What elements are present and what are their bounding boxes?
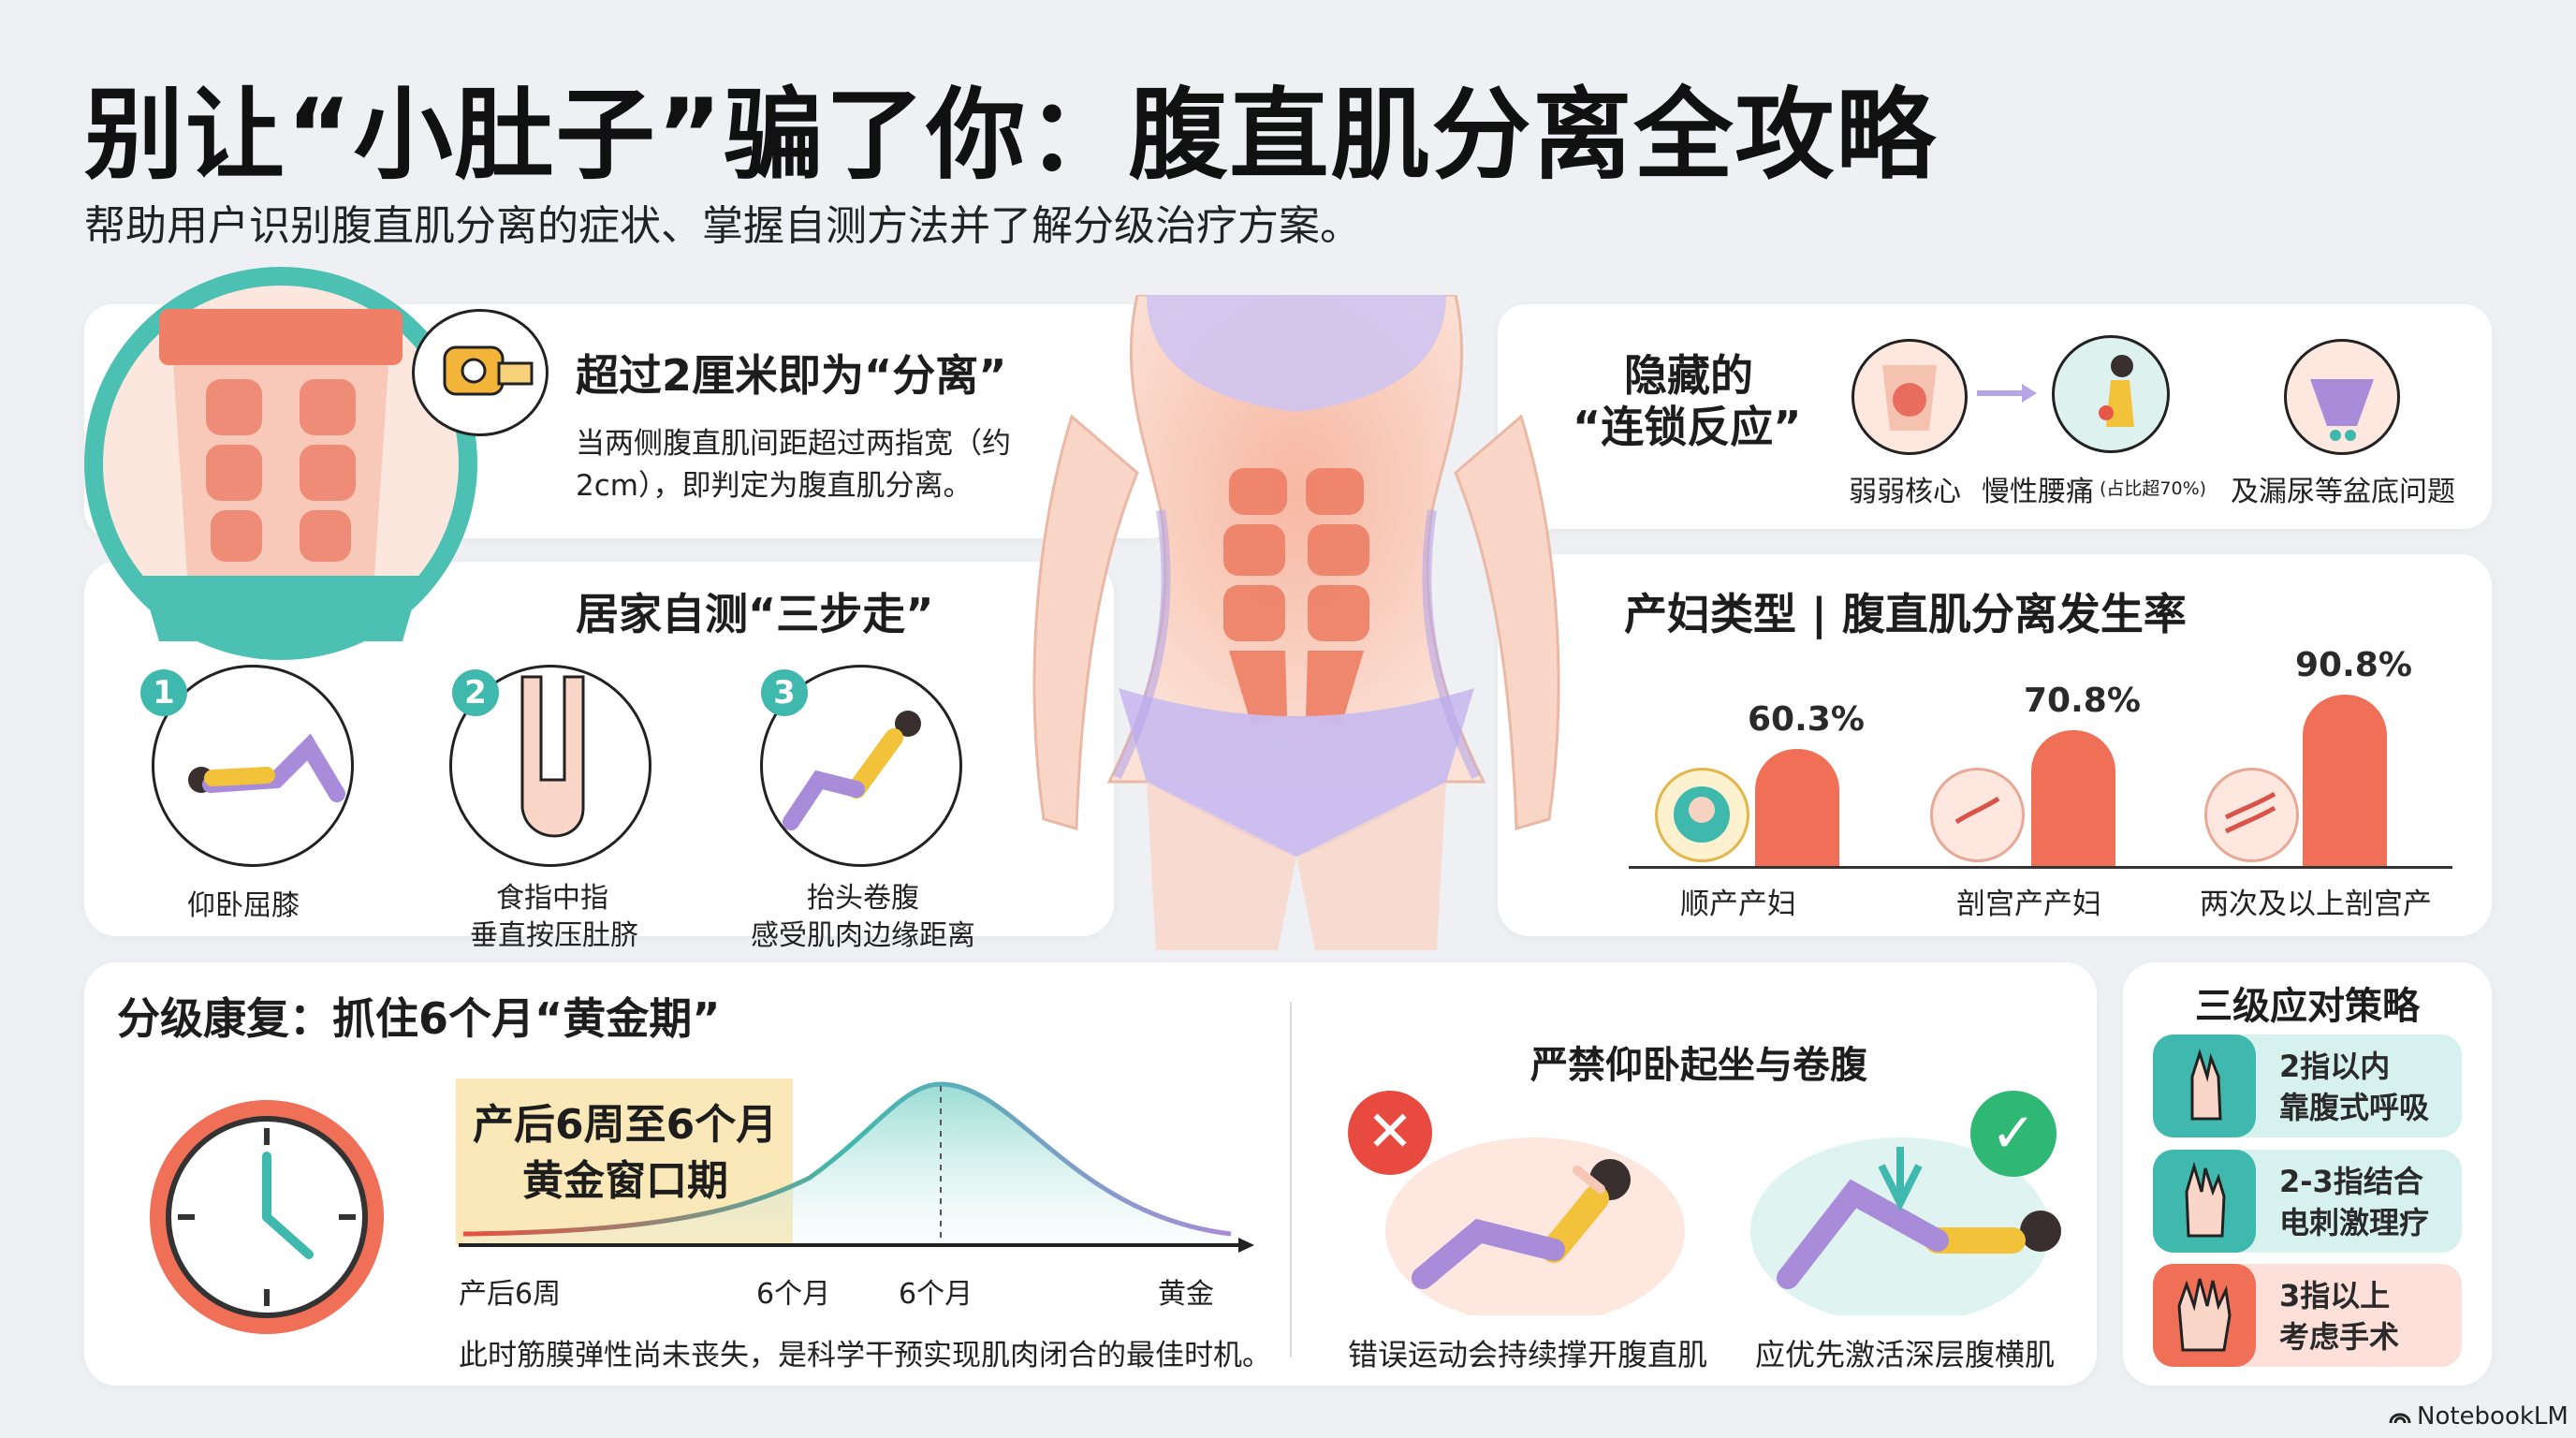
hidden-title-line2: “连锁反应”	[1573, 402, 1802, 452]
hidden-label-back-pain: 慢性腰痛	[1982, 476, 2094, 508]
axis-label-6weeks: 产后6周	[459, 1278, 562, 1311]
newborn-icon	[1655, 768, 1749, 862]
incidence-category-label: 顺产产妇	[1680, 888, 1796, 921]
belly-diagram	[84, 267, 477, 660]
step2-label-line2: 垂直按压肚脐	[470, 919, 638, 952]
torso-illustration	[1032, 295, 1560, 950]
axis-label-6months-a: 6个月	[756, 1278, 831, 1311]
incidence-bar	[2031, 730, 2115, 866]
strategy-item-1: 2指以内 靠腹式呼吸	[2153, 1034, 2462, 1137]
back-pain-icon	[2052, 335, 2170, 453]
hidden-label-pelvic: 及漏尿等盆底问题	[2231, 476, 2455, 508]
arrow-right-icon	[1977, 384, 2037, 403]
definition-title: 超过2厘米即为“分离”	[576, 350, 1007, 401]
strategy-item-3-line1: 3指以上	[2279, 1278, 2391, 1313]
step3-label-line1: 抬头卷腹	[807, 882, 919, 915]
step1-number: 1	[140, 669, 187, 716]
brand-label: NotebookLM	[2417, 1402, 2569, 1431]
measuring-tape-icon	[412, 309, 549, 436]
weak-core-icon	[1852, 339, 1968, 455]
incidence-chart: 60.3% 顺产产妇 70.8% 剖宫产产妇 90.8% 两次及以上剖宫产	[1629, 646, 2452, 936]
incidence-value-label: 60.3%	[1748, 700, 1865, 740]
open-hand-icon	[2153, 1264, 2256, 1367]
incidence-title: 产妇类型 | 腹直肌分离发生率	[1624, 589, 2187, 639]
golden-window-line2: 黄金窗口期	[522, 1157, 728, 1205]
pelvic-floor-icon	[2284, 339, 2400, 455]
two-finger-hand-icon	[2153, 1150, 2256, 1253]
recovery-title: 分级康复：抓住6个月“黄金期”	[117, 993, 721, 1044]
strategy-item-2: 2-3指结合 电刺激理疗	[2153, 1150, 2462, 1253]
step2-number: 2	[452, 669, 499, 716]
incidence-category-label: 剖宫产产妇	[1956, 888, 2101, 921]
step3-label-line2: 感受肌肉边缘距离	[751, 919, 975, 952]
strategy-item-1-line2: 靠腹式呼吸	[2279, 1090, 2430, 1125]
recovery-note: 此时筋膜弹性尚未丧失，是科学干预实现肌肉闭合的最佳时机。	[459, 1339, 1271, 1372]
right-check-icon: ✓	[1970, 1091, 2056, 1177]
section-divider	[1290, 1002, 1292, 1357]
chart-baseline	[1629, 866, 2452, 869]
step2-label-line1: 食指中指	[496, 882, 608, 915]
step1-label: 仰卧屈膝	[187, 889, 300, 922]
incidence-category-label: 两次及以上剖宫产	[2200, 888, 2432, 921]
definition-text-line2: 2cm），即判定为腹直肌分离。	[576, 469, 973, 503]
brand-logo-icon	[2389, 1406, 2411, 1425]
multiple-c-section-scar-icon	[2204, 768, 2299, 862]
step3-number: 3	[761, 669, 808, 716]
incidence-bar	[2303, 695, 2387, 866]
strategy-item-2-line2: 电刺激理疗	[2279, 1205, 2430, 1240]
selftest-title: 居家自测“三步走”	[576, 589, 934, 639]
page-title: 别让“小肚子”骗了你：腹直肌分离全攻略	[84, 78, 1938, 193]
strategy-item-1-line1: 2指以内	[2279, 1049, 2391, 1084]
wrong-exercise-label: 错误运动会持续撑开腹直肌	[1348, 1337, 1708, 1372]
hidden-label-back-pain-note: (占比超70%)	[2100, 478, 2207, 499]
golden-window-curve	[456, 1078, 1254, 1253]
axis-label-6months-b: 6个月	[899, 1278, 973, 1311]
exercise-title: 严禁仰卧起坐与卷腹	[1530, 1044, 1867, 1087]
c-section-scar-icon	[1930, 768, 2025, 862]
golden-window-line1: 产后6周至6个月	[473, 1101, 778, 1149]
wrong-exercise-illustration: ✕	[1348, 1091, 1704, 1325]
strategy-item-3-line2: 考虑手术	[2279, 1319, 2400, 1355]
recovery-card	[84, 962, 2097, 1386]
definition-text-line1: 当两侧腹直肌间距超过两指宽（约	[576, 427, 1011, 461]
right-exercise-illustration: ✓	[1732, 1091, 2069, 1325]
incidence-value-label: 90.8%	[2295, 646, 2412, 685]
strategy-item-3: 3指以上 考虑手术	[2153, 1264, 2462, 1367]
page-subtitle: 帮助用户识别腹直肌分离的症状、掌握自测方法并了解分级治疗方案。	[84, 202, 1361, 250]
incidence-bar	[1755, 749, 1839, 866]
strategy-title: 三级应对策略	[2195, 985, 2420, 1028]
incidence-value-label: 70.8%	[2024, 682, 2141, 721]
axis-label-golden: 黄金	[1158, 1278, 1214, 1311]
hidden-label-weak-core: 弱弱核心	[1849, 476, 1961, 508]
wrong-x-icon: ✕	[1348, 1091, 1432, 1175]
strategy-item-2-line1: 2-3指结合	[2279, 1164, 2423, 1199]
clock-icon	[140, 1091, 393, 1343]
right-exercise-label: 应优先激活深层腹横肌	[1755, 1337, 2056, 1372]
one-finger-hand-icon	[2153, 1034, 2256, 1137]
hidden-title-line1: 隐藏的	[1624, 350, 1753, 401]
